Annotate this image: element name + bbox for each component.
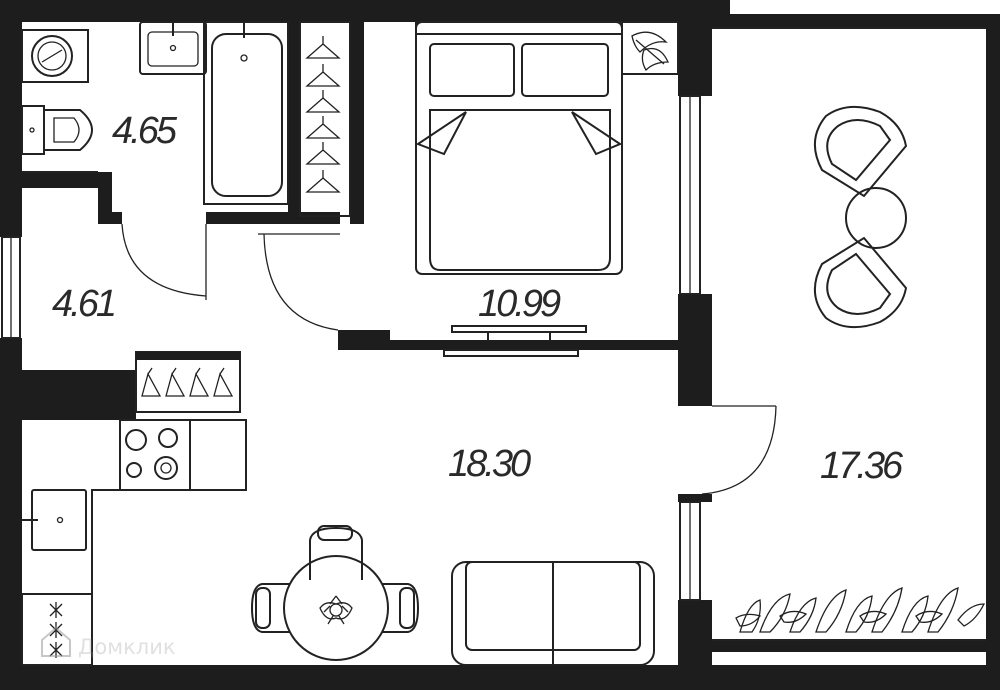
door-swing-icon bbox=[701, 405, 777, 495]
kitchen-sink-icon bbox=[22, 489, 87, 551]
sink-icon bbox=[139, 21, 207, 75]
chair-icon bbox=[309, 525, 363, 580]
stove-icon bbox=[119, 419, 191, 491]
coffee-table-icon bbox=[845, 187, 907, 249]
window-icon bbox=[679, 501, 701, 601]
sofa-icon bbox=[451, 561, 655, 666]
watermark: Домклик bbox=[41, 626, 176, 659]
chair-icon bbox=[250, 583, 290, 633]
armchair-icon bbox=[814, 105, 908, 198]
chair-icon bbox=[382, 583, 420, 633]
bathroom-area-label: 4.65 bbox=[112, 110, 178, 152]
bedroom-area-label: 10.99 bbox=[478, 283, 561, 325]
dining-table-icon bbox=[250, 525, 420, 661]
toilet-icon bbox=[21, 105, 93, 155]
kitchen-counter bbox=[91, 419, 247, 665]
tv-icon bbox=[443, 325, 587, 357]
living-area-label: 18.30 bbox=[448, 443, 531, 485]
washing-machine-icon bbox=[21, 29, 89, 83]
window-icon bbox=[679, 95, 701, 295]
balcony-area-label: 17.36 bbox=[820, 445, 904, 487]
double-bed-icon bbox=[415, 21, 623, 275]
door-swing-icon bbox=[258, 233, 340, 331]
window-icon bbox=[1, 236, 21, 339]
armchair-icon bbox=[814, 236, 908, 329]
plant-icon bbox=[621, 21, 679, 75]
door-swing-icon bbox=[121, 223, 207, 300]
hallway-area-label: 4.61 bbox=[52, 283, 114, 325]
bathtub-icon bbox=[203, 21, 289, 205]
wardrobe-icon bbox=[135, 351, 241, 413]
house-logo-icon bbox=[41, 626, 71, 657]
watermark-text: Домклик bbox=[78, 635, 176, 659]
plant-icon bbox=[735, 587, 986, 633]
wardrobe-icon bbox=[299, 21, 351, 217]
